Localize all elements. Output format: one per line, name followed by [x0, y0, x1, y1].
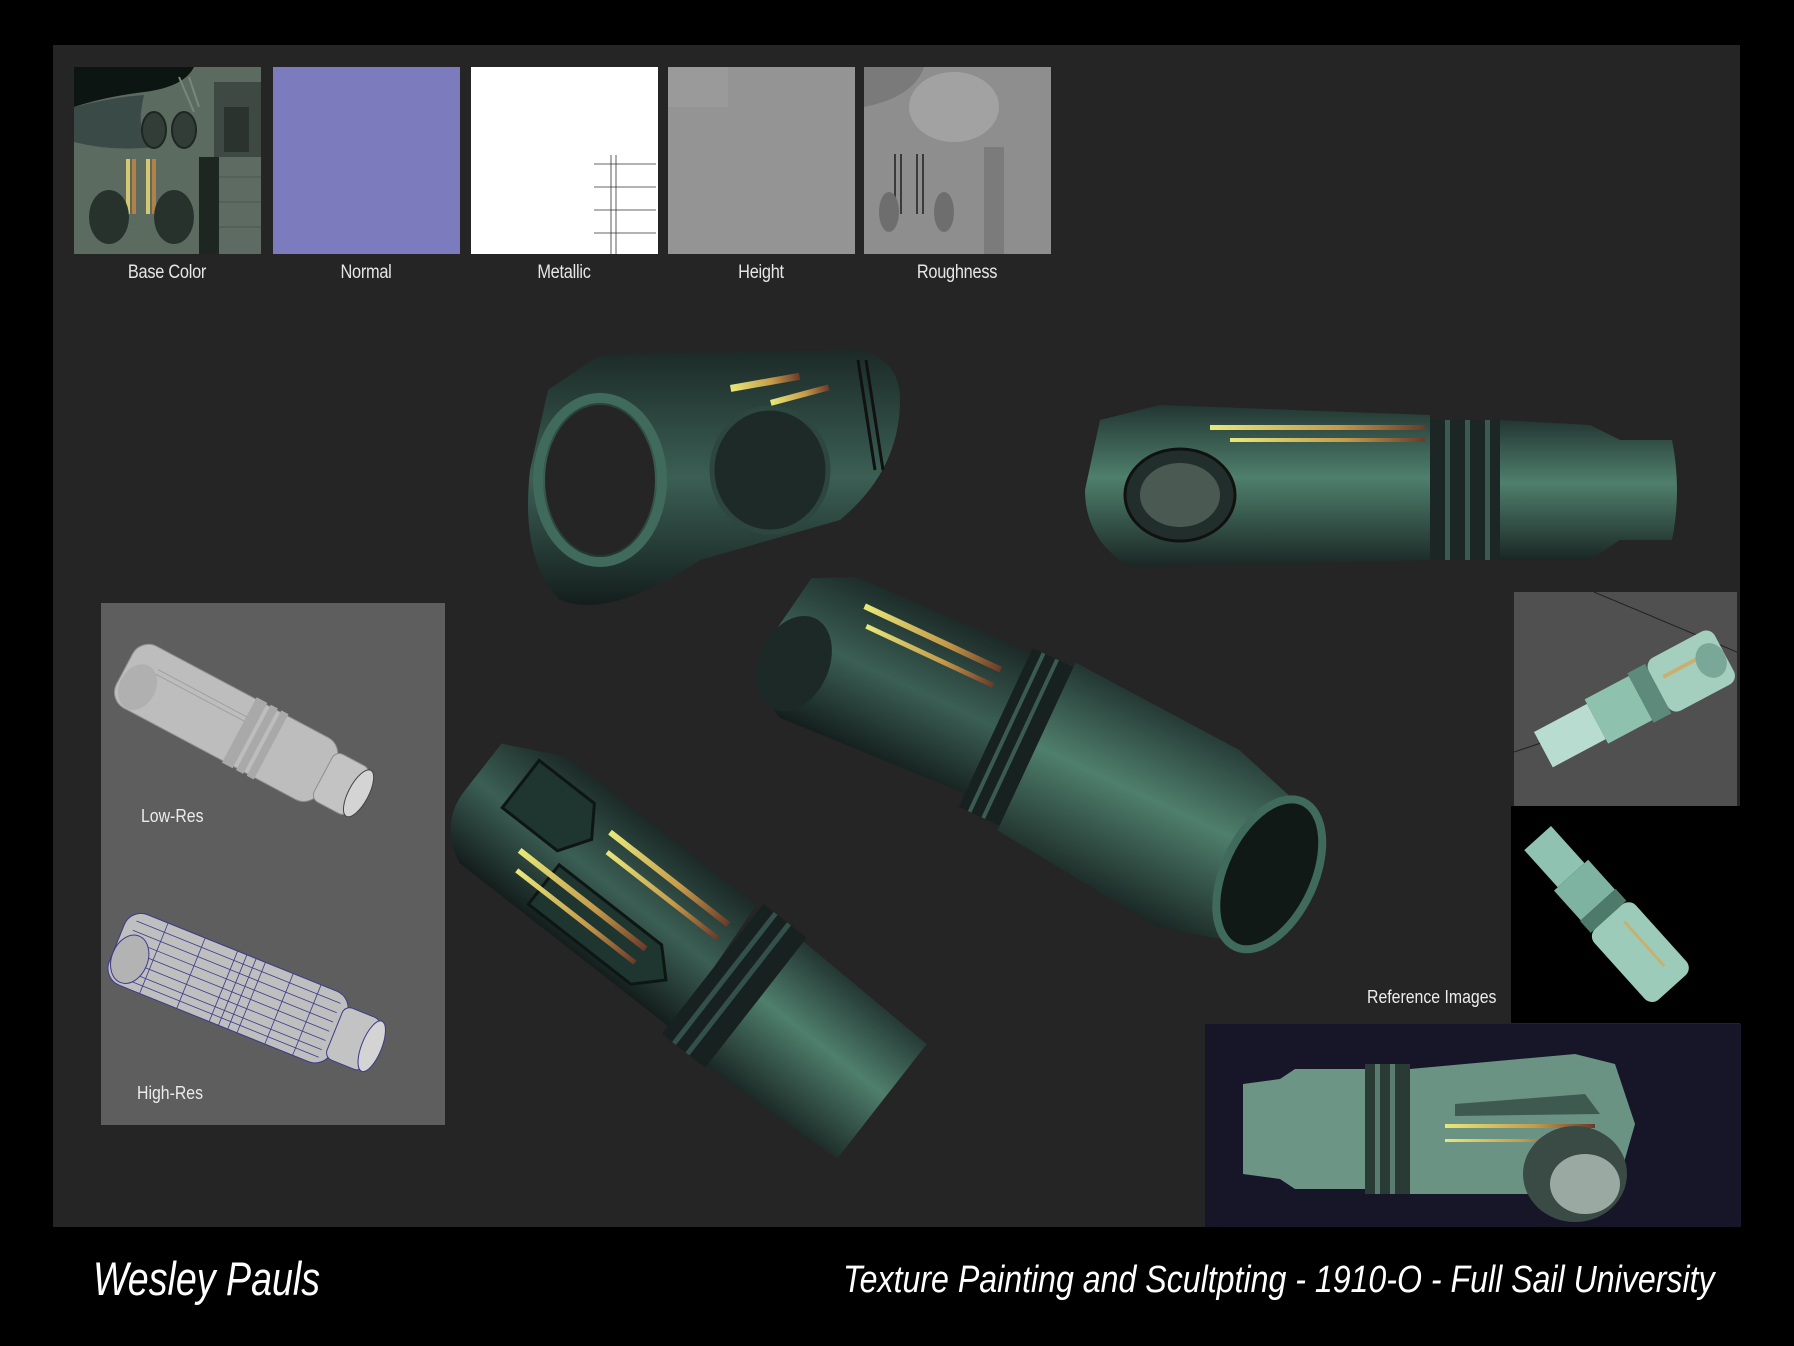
- high-res-label: High-Res: [137, 1083, 204, 1103]
- normal-label: Normal: [340, 262, 392, 283]
- height-map-thumbnail: [668, 67, 855, 254]
- height-label: Height: [738, 262, 784, 283]
- metallic-map-thumbnail: [471, 67, 658, 254]
- reference-image-black: [1511, 806, 1740, 1023]
- render-side-view: [1085, 405, 1677, 567]
- course-title: Texture Painting and Scultpting - 1910-O…: [843, 1259, 1715, 1301]
- reference-image-navy: [1205, 1024, 1741, 1227]
- low-res-label: Low-Res: [141, 806, 204, 826]
- render-top-view: [450, 743, 927, 1159]
- reference-images-label: Reference Images: [1367, 987, 1497, 1007]
- render-perspective-view: [755, 576, 1327, 954]
- model-topology-panel: [101, 603, 445, 1125]
- roughness-label: Roughness: [916, 262, 998, 283]
- normal-map-thumbnail: [273, 67, 460, 254]
- low-res-model-image: [107, 643, 386, 1073]
- author-name: Wesley Pauls: [93, 1252, 321, 1305]
- reference-image-viewport: [1514, 592, 1737, 806]
- roughness-map-thumbnail: [864, 67, 1051, 254]
- metallic-label: Metallic: [537, 262, 591, 283]
- render-front-view: [528, 350, 900, 605]
- base-color-label: Base Color: [127, 262, 207, 283]
- base-color-map-thumbnail: [74, 67, 261, 254]
